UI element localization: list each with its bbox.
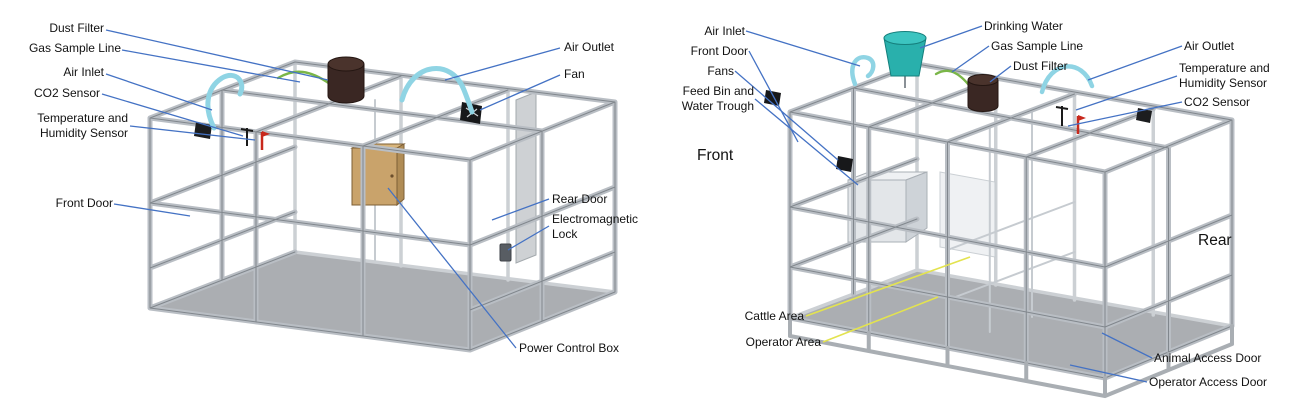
label-front-side: Front xyxy=(697,147,734,164)
rear-door-panel-graphic xyxy=(515,91,537,264)
co2-sensor-graphic xyxy=(260,131,270,150)
label-gas-sample-line-right: Gas Sample Line xyxy=(991,39,1084,53)
interior-frame-graphic xyxy=(946,110,1076,333)
label-dust-filter-right: Dust Filter xyxy=(1013,59,1068,73)
temp-humidity-sensor-graphic xyxy=(240,128,254,146)
air-inlet-tube-graphic xyxy=(850,55,876,87)
label-animal-access-door: Animal Access Door xyxy=(1154,351,1262,365)
electromagnetic-lock-graphic xyxy=(499,243,512,262)
label-drinking-water: Drinking Water xyxy=(984,19,1063,33)
label-temp-humidity-sensor: Temperature and Humidity Sensor xyxy=(37,111,128,140)
air-outlet-tube-graphic xyxy=(1039,64,1095,95)
air-inlet-tube-graphic xyxy=(205,72,245,131)
air-outlet-tube-graphic xyxy=(399,66,475,115)
label-front-door-right: Front Door xyxy=(690,44,748,58)
dust-filter-graphic xyxy=(327,56,365,104)
label-fans: Fans xyxy=(707,64,734,78)
label-cattle-area: Cattle Area xyxy=(744,309,804,323)
co2-sensor-graphic xyxy=(1076,115,1086,134)
label-air-inlet: Air Inlet xyxy=(63,65,104,79)
right-illustration xyxy=(764,31,1234,399)
label-electromagnetic-lock: Electromagnetic Lock xyxy=(552,212,639,241)
label-power-control-box: Power Control Box xyxy=(519,341,620,355)
gas-sample-line-graphic xyxy=(276,70,332,86)
label-operator-area: Operator Area xyxy=(745,335,821,349)
label-air-outlet-right: Air Outlet xyxy=(1184,39,1235,53)
label-fan: Fan xyxy=(564,67,585,81)
label-feed-bin: Feed Bin and Water Trough xyxy=(681,84,754,113)
dust-filter-graphic xyxy=(967,74,999,112)
left-illustration xyxy=(150,56,615,350)
temp-humidity-sensor-graphic xyxy=(1055,106,1069,126)
leader-lines-left xyxy=(101,29,561,349)
label-gas-sample-line: Gas Sample Line xyxy=(28,41,121,55)
label-co2-sensor: CO2 Sensor xyxy=(33,86,100,100)
right-floor-graphic xyxy=(790,270,1232,378)
label-temp-humidity-sensor-right: Temperature and Humidity Sensor xyxy=(1179,61,1270,90)
label-dust-filter: Dust Filter xyxy=(49,21,104,35)
label-operator-access-door: Operator Access Door xyxy=(1149,375,1268,389)
drinking-water-bucket-graphic xyxy=(883,31,927,88)
label-rear-door: Rear Door xyxy=(552,192,608,206)
pallet-base-graphic xyxy=(788,316,1234,399)
leader-lines-right xyxy=(734,25,1183,383)
label-co2-sensor-right: CO2 Sensor xyxy=(1184,95,1251,109)
gas-sample-line-graphic xyxy=(934,69,970,86)
right-rear-frame xyxy=(788,62,1234,328)
label-air-inlet-right: Air Inlet xyxy=(704,24,745,38)
bracket-graphic xyxy=(1136,108,1152,123)
label-air-outlet: Air Outlet xyxy=(564,40,615,54)
label-front-door: Front Door xyxy=(55,196,113,210)
fan-graphic xyxy=(836,156,853,172)
label-rear-side: Rear xyxy=(1198,232,1232,249)
